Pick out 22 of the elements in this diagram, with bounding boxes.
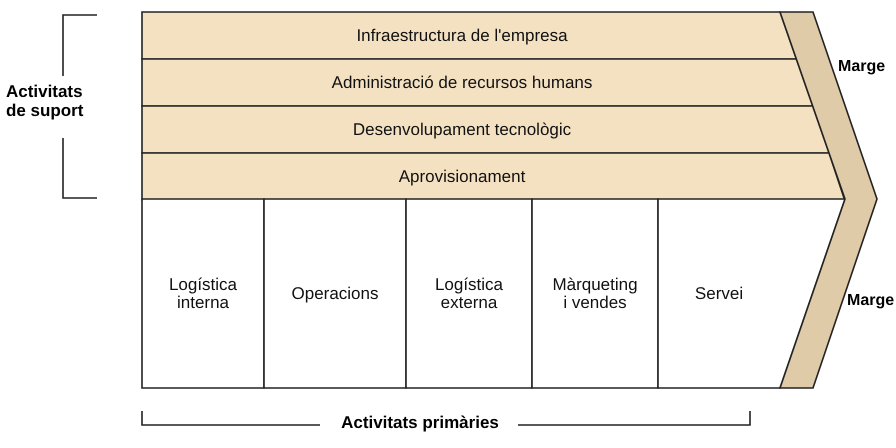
activity-label: Logística externa	[434, 276, 504, 312]
primary-activity-cell	[142, 199, 264, 388]
primary-activity-cell	[264, 199, 406, 388]
margin-label: Marge	[838, 58, 886, 76]
activity-label: Desenvolupament tecnològic	[352, 120, 572, 138]
activity-label: Aprovisionament	[398, 168, 526, 186]
primary-activity-cell	[532, 199, 658, 388]
activity-label: Administració de recursos humans	[332, 74, 592, 92]
support-activity-band	[142, 153, 845, 200]
group-label: Activitats primàries	[340, 414, 500, 433]
group-label: Activitats de suport	[6, 83, 84, 120]
activity-label: Servei	[694, 284, 744, 302]
activity-label: Infraestructura de l'empresa	[356, 26, 568, 44]
margin-label: Marge	[847, 292, 894, 310]
support-activity-band	[142, 12, 796, 59]
support-activity-band	[142, 59, 813, 106]
primary-activity-cell	[658, 199, 845, 388]
primary-activity-cell	[406, 199, 532, 388]
activity-label: Operacions	[292, 284, 378, 302]
activity-label: Logística interna	[168, 276, 238, 312]
support-activity-band	[142, 106, 829, 153]
activity-label: Màrqueting i vendes	[551, 276, 639, 312]
